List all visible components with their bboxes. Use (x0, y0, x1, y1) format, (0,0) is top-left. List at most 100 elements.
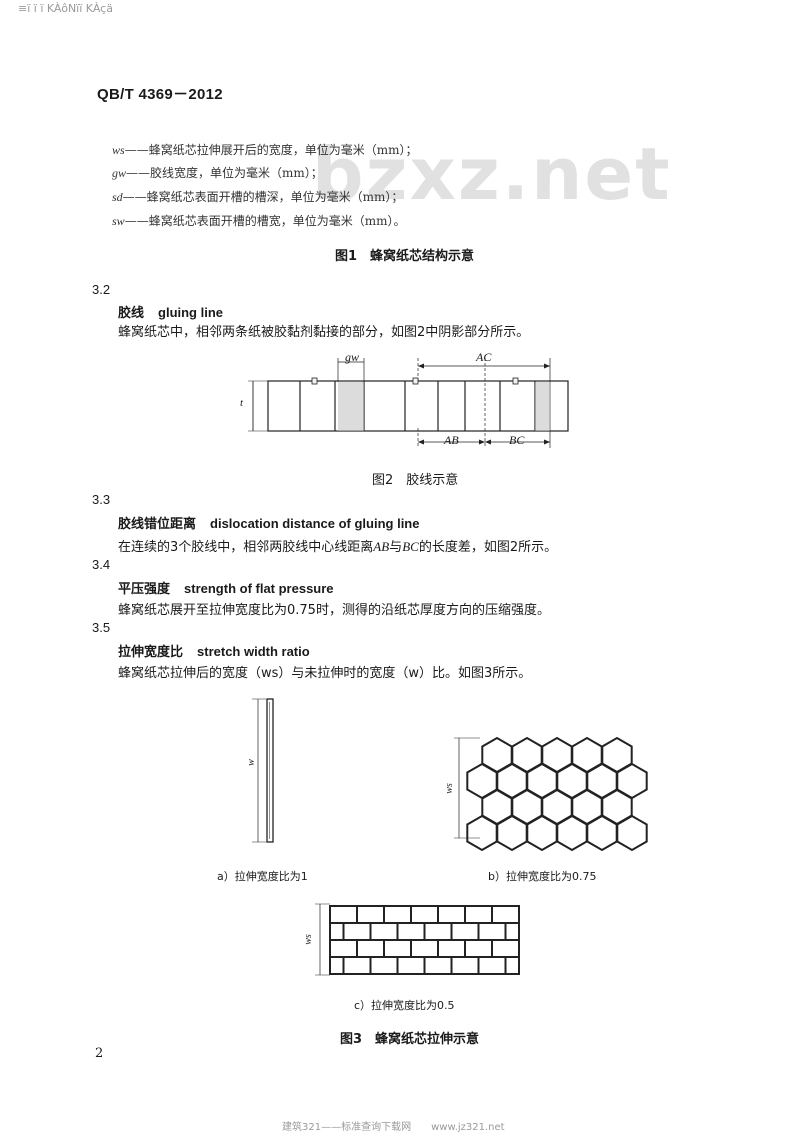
header-code: ≡ï ï ï KÀôNïï KÀçä (18, 2, 113, 15)
hexagon-cell (601, 788, 633, 826)
term-cn: 拉伸宽度比 (118, 645, 184, 660)
symbol-desc: ——蜂窝纸芯表面开槽的槽深，单位为毫米（mm）； (122, 190, 404, 204)
label-gw: gw (345, 350, 360, 364)
hexagon-cell (466, 762, 498, 800)
page-number: 2 (95, 1046, 104, 1061)
figure3-caption: 图3 蜂窝纸芯拉伸示意 (340, 1032, 480, 1047)
honeycomb-strip (267, 380, 569, 432)
brick-cell (504, 956, 520, 975)
section-number: 3.5 (92, 620, 111, 635)
brick-cell (477, 922, 507, 941)
brick-honeycomb (329, 905, 520, 975)
brick-cell (396, 956, 426, 975)
figure2-caption: 图2 胶线示意 (372, 473, 459, 488)
def-ab: AB (373, 539, 390, 554)
definition-stretch-width-ratio: 蜂窝纸芯拉伸后的宽度（ws）与未拉伸时的宽度（w）比。如图3所示。 (118, 666, 532, 681)
label-bc: BC (509, 433, 525, 447)
term-en: gluing line (158, 305, 224, 320)
hexagon-cell (556, 814, 588, 852)
figure3a-subcaption: a）拉伸宽度比为1 (217, 870, 308, 883)
symbol-ws: ws——蜂窝纸芯拉伸展开后的宽度，单位为毫米（mm）； (112, 141, 417, 158)
brick-cell (423, 922, 453, 941)
symbol-name: sw (112, 214, 125, 228)
def-text: 与 (389, 540, 403, 555)
brick-cell (383, 905, 412, 924)
hexagon-cell (496, 762, 528, 800)
brick-cell (437, 905, 466, 924)
symbol-desc: ——蜂窝纸芯表面开槽的槽宽，单位为毫米（mm）。 (124, 214, 406, 228)
hexagon-cell (586, 762, 618, 800)
symbol-sd: sd——蜂窝纸芯表面开槽的槽深，单位为毫米（mm）； (112, 188, 403, 205)
figure3c-subcaption: c）拉伸宽度比为0.5 (354, 999, 455, 1012)
hexagon-cell (496, 814, 528, 852)
symbol-name: ws (112, 143, 125, 157)
symbol-sw: sw——蜂窝纸芯表面开槽的槽宽，单位为毫米（mm）。 (112, 212, 405, 229)
brick-cell (383, 939, 412, 958)
hexagon-cell (481, 736, 513, 774)
brick-cell (356, 939, 385, 958)
term-cn: 胶线 (118, 306, 145, 321)
figure1-caption: 图1 蜂窝纸芯结构示意 (335, 249, 475, 264)
hexagon-cell (541, 736, 573, 774)
unstretched-core (266, 698, 274, 843)
brick-cell (342, 956, 372, 975)
brick-cell (450, 922, 480, 941)
symbol-gw: gw——胶线宽度，单位为毫米（mm）； (112, 164, 323, 181)
symbol-name: gw (112, 166, 127, 180)
label-w: w (245, 759, 257, 766)
slot-mark (512, 377, 519, 385)
brick-cell (423, 956, 453, 975)
brick-cell (491, 905, 520, 924)
slot-mark (311, 377, 318, 385)
symbol-desc: ——胶线宽度，单位为毫米（mm）； (126, 166, 323, 180)
brick-cell (464, 905, 493, 924)
brick-cell (410, 939, 439, 958)
label-t: t (240, 397, 244, 409)
brick-cell (450, 956, 480, 975)
hexagon-cell (481, 788, 513, 826)
hexagon-cell (571, 736, 603, 774)
label-ab: AB (444, 433, 459, 447)
definition-flat-pressure: 蜂窝纸芯展开至拉伸宽度比为0.75时，测得的沿纸芯厚度方向的压缩强度。 (118, 603, 550, 618)
section-number: 3.4 (92, 557, 111, 572)
definition-dislocation-distance: 在连续的3个胶线中，相邻两胶线中心线距离AB与BC的长度差，如图2所示。 (118, 536, 557, 555)
term-gluing-line: 胶线 gluing line (118, 302, 223, 321)
hexagon-cell (526, 814, 558, 852)
symbol-desc: ——蜂窝纸芯拉伸展开后的宽度，单位为毫米（mm）； (124, 143, 418, 157)
brick-cell (329, 905, 358, 924)
hexagon-cell (541, 788, 573, 826)
brick-cell (396, 922, 426, 941)
brick-cell (369, 922, 399, 941)
def-text: 在连续的3个胶线中，相邻两胶线中心线距离 (118, 540, 374, 555)
hexagon-cell (556, 762, 588, 800)
def-bc: BC (402, 539, 419, 554)
hexagon-cell (586, 814, 618, 852)
brick-cell (504, 922, 520, 941)
hexagon-honeycomb (466, 736, 648, 852)
def-text: 的长度差，如图2所示。 (418, 540, 558, 555)
section-number: 3.2 (92, 282, 111, 297)
footer-source: 建筑321——标准查询下载网 www.jz321.net (282, 1122, 505, 1133)
brick-cell (477, 956, 507, 975)
symbol-name: sd (112, 190, 123, 204)
hexagon-cell (511, 788, 543, 826)
brick-cell (342, 922, 372, 941)
hexagon-cell (571, 788, 603, 826)
brick-cell (329, 922, 345, 941)
term-en: strength of flat pressure (184, 581, 334, 596)
brick-cell (464, 939, 493, 958)
brick-cell (410, 905, 439, 924)
label-ac: AC (476, 350, 492, 364)
brick-cell (437, 939, 466, 958)
label-ws-c: ws (302, 934, 314, 945)
brick-cell (329, 939, 358, 958)
glue-line-shade (535, 382, 550, 431)
slot-mark (412, 377, 419, 385)
label-ws-b: ws (443, 783, 455, 794)
brick-cell (491, 939, 520, 958)
brick-cell (369, 956, 399, 975)
term-cn: 胶线错位距离 (118, 517, 197, 532)
standard-number: QB/T 4369－2012 (97, 86, 223, 103)
term-cn: 平压强度 (118, 582, 171, 597)
